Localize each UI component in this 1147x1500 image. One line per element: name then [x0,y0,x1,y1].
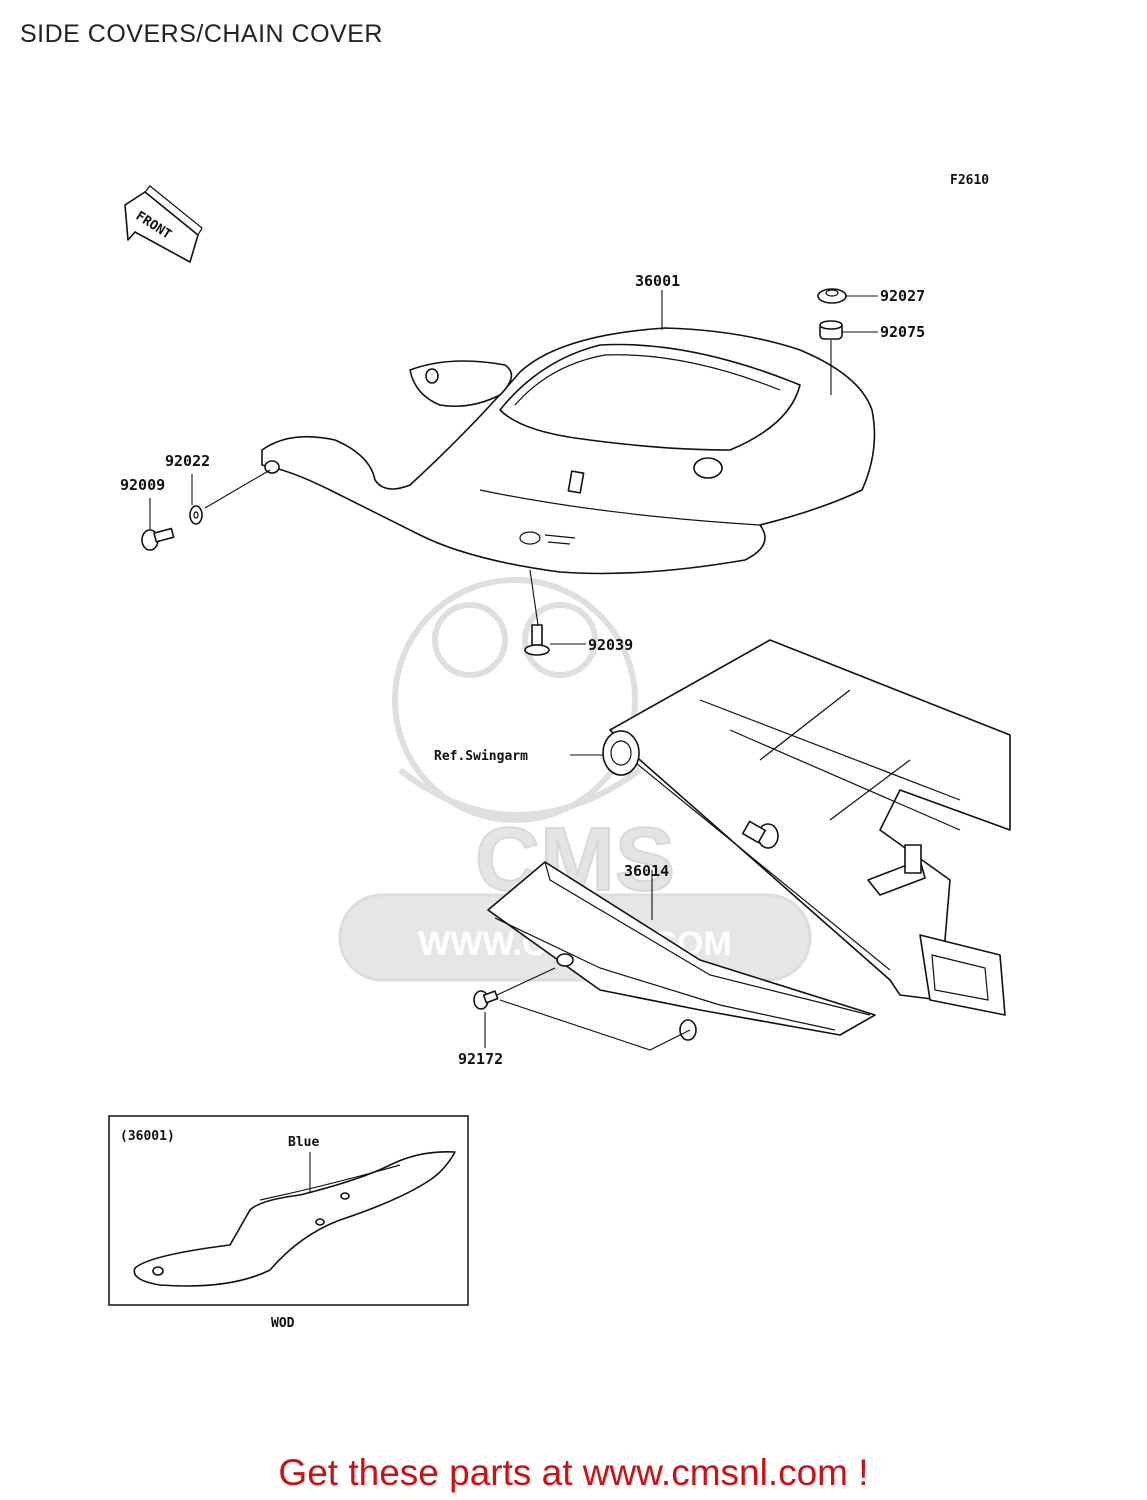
chain-cover-36014: 36014 [487,861,876,1041]
variant-inset: (36001) Blue WOD [108,1115,469,1331]
ref-swingarm-label: Ref.Swingarm [434,749,528,764]
part-label-36001: 36001 [635,272,680,290]
part-label-92039: 92039 [588,636,633,654]
watermark-eye-left [432,602,508,678]
inset-color-label: Blue [288,1135,319,1150]
watermark-mouth [398,767,642,818]
washer-92022: 92022 [165,452,271,525]
grommet-92027: 92027 [817,287,925,305]
part-label-92027: 92027 [880,287,925,305]
parts-diagram: CMS WWW.CMSNL.COM F2610 FRONT 92027 92 [108,173,1011,1331]
page-title: SIDE COVERS/CHAIN COVER [20,20,383,48]
footer-promo-text[interactable]: Get these parts at www.cmsnl.com ! [278,1452,869,1493]
part-label-92022: 92022 [165,452,210,470]
part-label-36014: 36014 [624,862,669,880]
part-label-92009: 92009 [120,476,165,494]
swingarm-reference: Ref.Swingarm [434,639,1011,1016]
part-label-92075: 92075 [880,323,925,341]
side-cover-36001 [261,327,876,575]
watermark-head-outline [392,577,638,823]
rivet-92039: 92039 [524,569,633,656]
front-direction-arrow-icon: FRONT [124,185,203,263]
watermark-eye-right [522,602,598,678]
inset-part-ref: (36001) [120,1129,175,1144]
part-label-92172: 92172 [458,1050,503,1068]
figure-code: F2610 [950,173,989,188]
inset-variant-code: WOD [271,1316,295,1331]
bolt-92009: 92009 [120,476,175,551]
damper-92075: 92075 [819,320,925,395]
screw-92172: 92172 [458,967,691,1068]
